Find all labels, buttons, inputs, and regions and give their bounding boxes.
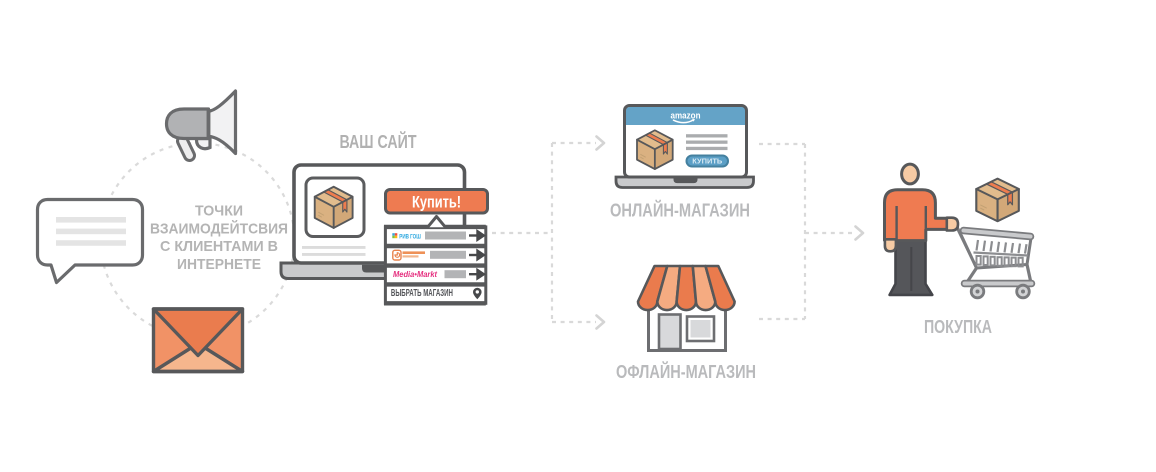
svg-text:С КЛИЕНТАМИ В: С КЛИЕНТАМИ В	[160, 238, 278, 255]
svg-text:Купить!: Купить!	[412, 194, 461, 212]
svg-text:ОНЛАЙН-МАГАЗИН: ОНЛАЙН-МАГАЗИН	[610, 200, 750, 221]
svg-text:ИНТЕРНЕТЕ: ИНТЕРНЕТЕ	[177, 256, 261, 273]
svg-text:КУПИТЬ: КУПИТЬ	[692, 157, 723, 166]
svg-text:ВЫБРАТЬ МАГАЗИН: ВЫБРАТЬ МАГАЗИН	[391, 288, 453, 299]
svg-text:ПОКУПКА: ПОКУПКА	[924, 317, 992, 337]
svg-text:РИВ ГОШ: РИВ ГОШ	[399, 234, 421, 241]
svg-text:ОФЛАЙН-МАГАЗИН: ОФЛАЙН-МАГАЗИН	[616, 361, 756, 382]
svg-text:amazon: amazon	[671, 110, 701, 120]
svg-text:ВЗАИМОДЕЙТСВИЯ: ВЗАИМОДЕЙТСВИЯ	[150, 219, 288, 237]
svg-text:Media•Markt: Media•Markt	[393, 270, 437, 279]
svg-text:ВАШ САЙТ: ВАШ САЙТ	[340, 131, 417, 152]
svg-text:ТОЧКИ: ТОЧКИ	[195, 203, 243, 220]
